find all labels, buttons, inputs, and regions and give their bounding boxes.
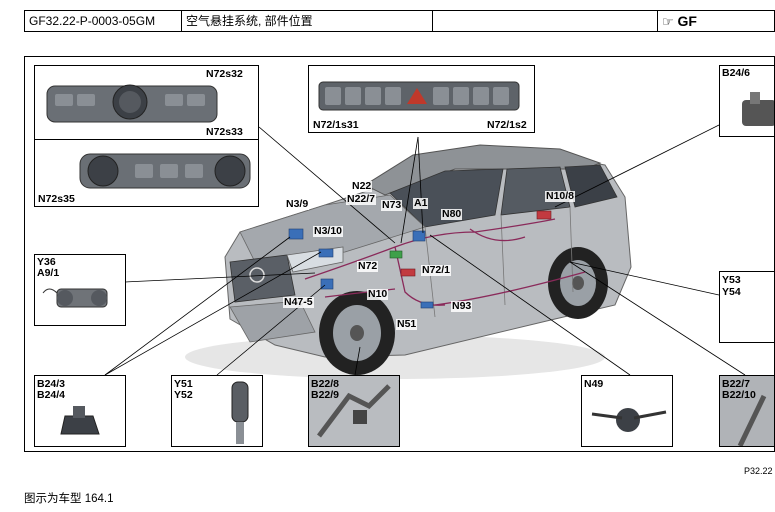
- figure-reference: P32.22: [744, 466, 773, 476]
- label-n72: N72: [357, 260, 379, 272]
- label-n72-1: N72/1: [421, 264, 452, 276]
- label-n80: N80: [441, 208, 463, 220]
- component-location-figure: N72s32 N72s33 N72s35 N72/1s31 N72/1s2: [24, 56, 775, 452]
- label-n3-9: N3/9: [285, 198, 310, 210]
- switch-panel-drawing: [79, 153, 251, 189]
- label-b24-6: B24/6: [722, 67, 751, 79]
- sensor-drawing: [309, 376, 399, 446]
- pointing-hand-icon: ☞: [662, 14, 674, 29]
- inset-b24-6-sensor: B24/6: [719, 65, 774, 137]
- label-a9-1: A9/1: [37, 267, 60, 279]
- label-n72s32: N72s32: [206, 68, 243, 80]
- car-illustration: [104, 124, 746, 379]
- label-n3-10: N3/10: [313, 225, 344, 237]
- steering-sensor-drawing: [591, 408, 667, 432]
- label-b24-4: B24/4: [37, 389, 66, 401]
- label-y51: Y51: [174, 378, 193, 390]
- label-n10-8: N10/8: [545, 190, 576, 202]
- header-logo-cell: ☞ GF: [658, 11, 774, 31]
- label-n93: N93: [451, 300, 473, 312]
- header-blank-cell: [433, 11, 658, 31]
- sensor-drawing: [720, 376, 774, 446]
- inset-b24-3-sensor: B24/3 B24/4: [34, 375, 126, 447]
- label-b22-10: B22/10: [722, 389, 756, 401]
- label-a1: A1: [413, 197, 429, 209]
- inset-y51-strut: Y51 Y52: [171, 375, 263, 447]
- label-n22-7: N22/7: [346, 193, 377, 205]
- inset-y36-compressor: Y36 A9/1: [34, 254, 126, 326]
- label-y52: Y52: [174, 389, 193, 401]
- label-n72-1s31: N72/1s31: [313, 119, 359, 131]
- label-b22-8: B22/8: [311, 378, 340, 390]
- label-n22: N22: [351, 180, 373, 192]
- sensor-drawing: [742, 92, 774, 126]
- document-title: 空气悬挂系统, 部件位置: [182, 11, 433, 31]
- label-n49: N49: [584, 378, 604, 390]
- label-n47-5: N47-5: [283, 296, 314, 308]
- inset-n72-1-switch: N72/1s31 N72/1s2: [308, 65, 535, 133]
- compressor-drawing: [42, 288, 108, 308]
- figure-caption: 图示为车型 164.1: [24, 493, 114, 505]
- strut-drawing: [231, 381, 249, 444]
- sensor-drawing: [60, 406, 100, 435]
- label-y53: Y53: [722, 274, 741, 286]
- label-y54: Y54: [722, 286, 741, 298]
- switch-panel-drawing: [46, 84, 218, 123]
- label-b22-9: B22/9: [311, 389, 340, 401]
- document-header: GF32.22-P-0003-05GM 空气悬挂系统, 部件位置 ☞ GF: [24, 10, 775, 32]
- inset-n49-steering-sensor: N49: [581, 375, 673, 447]
- label-y36: Y36: [37, 256, 56, 268]
- label-n73: N73: [381, 199, 403, 211]
- inset-n72s35-switch: N72s35: [34, 139, 259, 207]
- label-n51: N51: [396, 318, 418, 330]
- label-n72s33: N72s33: [206, 126, 243, 138]
- gf-logo: GF: [677, 13, 697, 29]
- label-n10: N10: [367, 288, 389, 300]
- inset-b22-8-sensor: B22/8 B22/9: [308, 375, 400, 447]
- label-b22-7: B22/7: [722, 378, 751, 390]
- label-b24-3: B24/3: [37, 378, 66, 390]
- label-n72-1s2: N72/1s2: [487, 119, 527, 131]
- inset-b22-7-sensor: B22/7 B22/10: [719, 375, 774, 447]
- inset-n72s32-switch: N72s32 N72s33: [34, 65, 259, 141]
- inset-y53-valve: Y53 Y54: [719, 271, 774, 343]
- document-id: GF32.22-P-0003-05GM: [25, 11, 182, 31]
- switch-panel-drawing: [318, 81, 520, 111]
- label-n72s35: N72s35: [38, 193, 75, 205]
